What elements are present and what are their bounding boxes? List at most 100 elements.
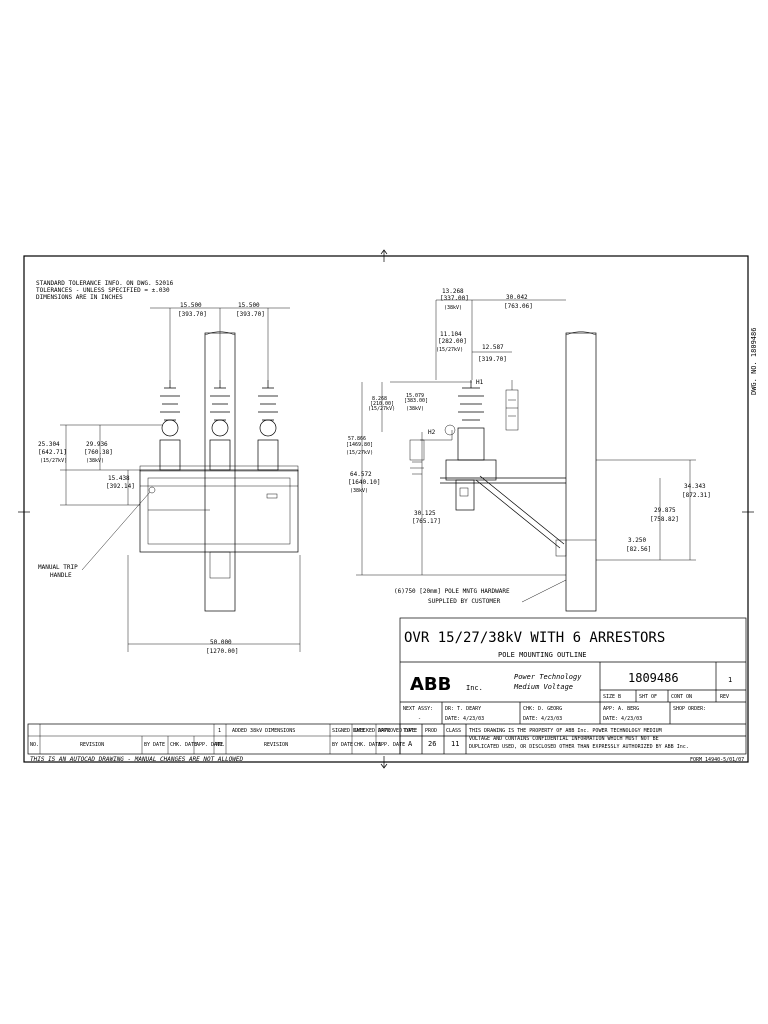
svg-text:[1270.00]: [1270.00] [206, 648, 239, 655]
front-dimension-labels: 15.500 [393.70] 15.500 [393.70] 25.304 [… [38, 302, 265, 655]
svg-text:[758.82]: [758.82] [650, 516, 679, 523]
svg-text:(38kV): (38kV) [350, 488, 368, 494]
svg-text:Inc.: Inc. [466, 684, 483, 692]
svg-text:34.343: 34.343 [684, 483, 706, 490]
svg-text:MANUAL TRIP: MANUAL TRIP [38, 564, 78, 571]
svg-text:1: 1 [218, 728, 221, 734]
svg-text:[872.31]: [872.31] [682, 492, 711, 499]
svg-text:CLASS: CLASS [446, 728, 461, 734]
drawing-title: OVR 15/27/38kV WITH 6 ARRESTORS [404, 630, 665, 646]
svg-text:50.000: 50.000 [210, 639, 232, 646]
svg-text:APP: A. BERG: APP: A. BERG [603, 706, 639, 712]
svg-text:(15/27kV): (15/27kV) [436, 347, 463, 353]
svg-text:BY DATE: BY DATE [332, 742, 353, 748]
svg-text:[1469.80]: [1469.80] [346, 442, 373, 448]
svg-text:APP. DATE: APP. DATE [378, 742, 405, 748]
side-dimension-labels: 13.268 [337.00] (38kV) 30.042 [763.06] 1… [346, 288, 711, 605]
svg-text:15.079: 15.079 [406, 393, 424, 399]
svg-text:BY DATE: BY DATE [144, 742, 165, 748]
drawing-number: 1809486 [628, 671, 679, 685]
svg-text:29.875: 29.875 [654, 507, 676, 514]
svg-text:[82.56]: [82.56] [626, 546, 651, 553]
svg-text:H1: H1 [476, 379, 484, 386]
svg-text:Power Technology: Power Technology [514, 673, 582, 681]
side-pole [565, 332, 597, 612]
svg-text:11.104: 11.104 [440, 331, 462, 338]
svg-text:APP. DATE: APP. DATE [196, 742, 223, 748]
title-block: OVR 15/27/38kV WITH 6 ARRESTORS POLE MOU… [399, 617, 747, 755]
front-view [60, 307, 301, 652]
svg-text:11: 11 [451, 740, 459, 748]
note-line-2: TOLERANCES - UNLESS SPECIFIED = ±.030 [36, 287, 170, 294]
svg-text:[765.17]: [765.17] [412, 518, 441, 525]
svg-text:25.304: 25.304 [38, 441, 60, 448]
svg-text:[383.00]: [383.00] [404, 398, 428, 404]
svg-text:CHK. DATE: CHK. DATE [354, 742, 381, 748]
side-drawing-number: DWG. NO. 1809486 [750, 328, 758, 395]
svg-text:SHT OF: SHT OF [639, 694, 657, 700]
svg-text:CHECKED DATE: CHECKED DATE [354, 728, 390, 734]
svg-text:13.268: 13.268 [442, 288, 464, 295]
revision-block: 1 ADDED 38kV DIMENSIONS NO. REVISION BY … [27, 723, 417, 755]
svg-text:12.587: 12.587 [482, 344, 504, 351]
svg-text:CONT ON: CONT ON [671, 694, 692, 700]
front-bushings [159, 380, 279, 471]
note-line-1: STANDARD TOLERANCE INFO. ON DWG. 52016 [36, 280, 174, 287]
svg-text:NO.: NO. [216, 742, 225, 748]
svg-text:TYPE: TYPE [403, 728, 415, 734]
svg-text:1: 1 [728, 676, 732, 684]
svg-text:DATE: 4/23/03: DATE: 4/23/03 [603, 716, 642, 722]
svg-text:-: - [418, 716, 421, 722]
svg-text:(15/27kV): (15/27kV) [40, 458, 67, 464]
svg-text:15.500: 15.500 [180, 302, 202, 309]
svg-text:SHOP ORDER:: SHOP ORDER: [673, 706, 706, 712]
svg-text:57.866: 57.866 [348, 436, 366, 442]
svg-text:(15/27kV): (15/27kV) [346, 450, 373, 456]
svg-text:A: A [408, 740, 413, 748]
svg-text:[760.38]: [760.38] [84, 449, 113, 456]
svg-text:3.250: 3.250 [628, 537, 646, 544]
svg-text:29.936: 29.936 [86, 441, 108, 448]
svg-text:REVISION: REVISION [264, 742, 288, 748]
footer-note: THIS IS AN AUTOCAD DRAWING - MANUAL CHAN… [30, 756, 244, 763]
svg-text:[763.06]: [763.06] [504, 303, 533, 310]
svg-text:15.438: 15.438 [108, 475, 130, 482]
recloser-tank [139, 469, 299, 553]
svg-text:SIZE B: SIZE B [603, 694, 621, 700]
svg-text:64.572: 64.572 [350, 471, 372, 478]
svg-text:(38kV): (38kV) [406, 406, 424, 412]
svg-text:30.125: 30.125 [414, 510, 436, 517]
svg-text:8.268: 8.268 [372, 396, 387, 402]
svg-text:H2: H2 [428, 429, 436, 436]
svg-text:NO.: NO. [30, 742, 39, 748]
svg-text:30.042: 30.042 [506, 294, 528, 301]
svg-text:[319.70]: [319.70] [478, 356, 507, 363]
sheet-border [18, 249, 754, 769]
svg-text:[1640.10]: [1640.10] [348, 479, 381, 486]
svg-text:(6)750 [20mm] POLE MNTG HARDWA: (6)750 [20mm] POLE MNTG HARDWARE [394, 588, 510, 595]
svg-text:[210.00]: [210.00] [370, 401, 394, 407]
svg-text:REVISION: REVISION [80, 742, 104, 748]
svg-text:PROD: PROD [425, 728, 437, 734]
svg-text:HANDLE: HANDLE [50, 572, 72, 579]
svg-text:(38kV): (38kV) [86, 458, 104, 464]
svg-text:[642.71]: [642.71] [38, 449, 67, 456]
svg-text:DATE: 4/23/03: DATE: 4/23/03 [445, 716, 484, 722]
svg-text:APPROVED DATE: APPROVED DATE [378, 728, 417, 734]
svg-text:CHK. DATE: CHK. DATE [170, 742, 197, 748]
svg-text:REV: REV [720, 694, 729, 700]
svg-text:NEXT ASSY:: NEXT ASSY: [403, 706, 433, 712]
svg-text:THIS DRAWING IS THE PROPERTY O: THIS DRAWING IS THE PROPERTY OF ABB Inc.… [469, 728, 662, 734]
svg-text:[337.00]: [337.00] [440, 295, 469, 302]
drawing-subtitle: POLE MOUNTING OUTLINE [498, 651, 587, 659]
general-notes: STANDARD TOLERANCE INFO. ON DWG. 52016 T… [36, 280, 174, 301]
form-number: FORM 14940-5/01/07 [690, 757, 744, 763]
svg-text:VOLTAGE AND CONTAINS CONFIDENT: VOLTAGE AND CONTAINS CONFIDENTIAL INFORM… [469, 736, 659, 742]
svg-text:[393.70]: [393.70] [178, 311, 207, 318]
svg-text:Medium Voltage: Medium Voltage [513, 683, 573, 691]
svg-text:DUPLICATED USED, OR DISCLOSED: DUPLICATED USED, OR DISCLOSED OTHER THAN… [469, 744, 689, 750]
abb-logo: ABB [410, 674, 451, 695]
svg-text:[392.14]: [392.14] [106, 483, 135, 490]
svg-text:(38kV): (38kV) [444, 305, 462, 311]
